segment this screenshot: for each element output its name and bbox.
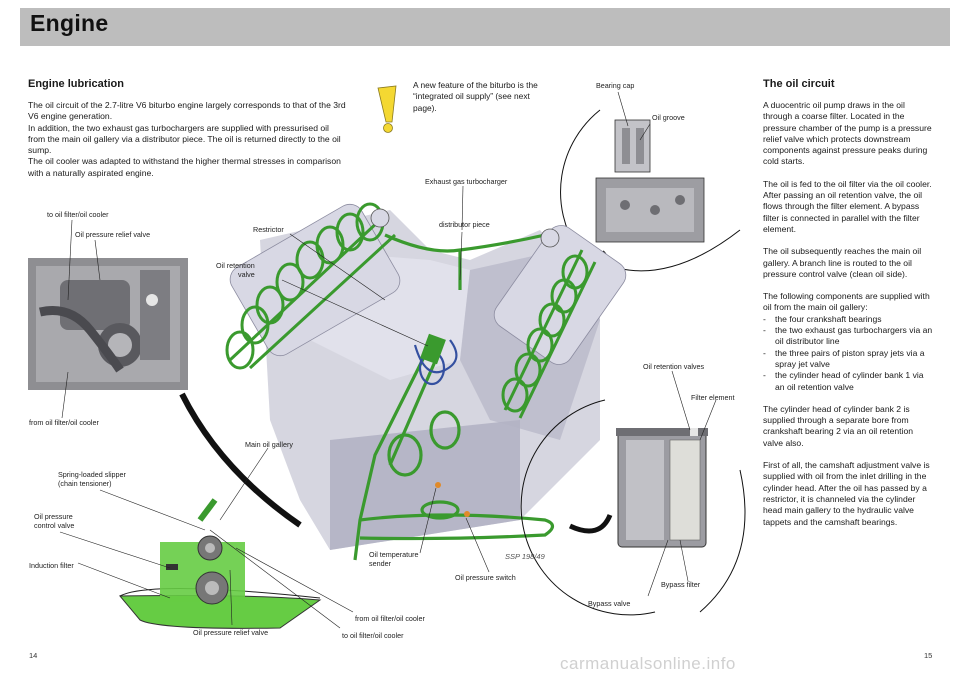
oil-circuit-p4: The following components are supplied wi…: [763, 291, 930, 313]
label-oil-temperature-sender: Oil temperature sender: [369, 550, 419, 568]
label-to-oil-filter-cooler-bottom: to oil filter/oil cooler: [342, 631, 404, 640]
oil-temperature-sender-marker: [435, 482, 441, 488]
label-oil-pressure-control-valve: Oil pressure control valve: [34, 512, 75, 530]
list-item: the three pairs of piston spray jets via…: [763, 348, 935, 371]
engine-lubrication-paragraph: The oil circuit of the 2.7-litre V6 bitu…: [28, 100, 346, 178]
label-induction-filter: Induction filter: [29, 561, 74, 570]
timing-case-illustration: [28, 258, 188, 390]
list-item: the two exhaust gas turbochargers via an…: [763, 325, 935, 348]
page-number-left: 14: [29, 651, 38, 660]
label-from-oil-filter-cooler-left: from oil filter/oil cooler: [29, 418, 99, 427]
label-bypass-filter: Bypass filter: [661, 580, 701, 589]
header-bar: [20, 8, 950, 46]
label-exhaust-gas-turbocharger: Exhaust gas turbocharger: [425, 177, 508, 186]
section-heading-engine-lubrication: Engine lubrication: [28, 78, 124, 90]
bearing-cap-detail: [560, 109, 741, 272]
label-distributor-piece: distributor piece: [439, 220, 490, 229]
figure-reference: SSP 198/49: [505, 552, 545, 561]
turbocharger-right: [540, 228, 560, 248]
page-number-right: 15: [924, 651, 933, 660]
label-restrictor: Restrictor: [253, 225, 284, 234]
exclamation-icon: [377, 85, 397, 133]
label-oil-retention-valves: Oil retention valves: [643, 362, 705, 371]
oil-pressure-switch-marker: [464, 511, 470, 517]
page-title: Engine: [30, 10, 109, 36]
leader-lines: [59, 91, 717, 629]
label-from-oil-filter-cooler-bottom: from oil filter/oil cooler: [355, 614, 425, 623]
section-heading-oil-circuit: The oil circuit: [763, 78, 835, 90]
list-item: the cylinder head of cylinder bank 1 via…: [763, 370, 935, 393]
oil-filter-illustration: [520, 399, 746, 616]
label-oil-pressure-switch: Oil pressure switch: [455, 573, 516, 582]
oil-circuit-p1: A duocentric oil pump draws in the oil t…: [763, 100, 932, 167]
watermark-text: carmanualsonline.info: [560, 654, 736, 673]
supplied-components-list: the four crankshaft bearings the two exh…: [763, 314, 935, 393]
turbocharger-left: [370, 208, 390, 228]
label-oil-groove: Oil groove: [652, 113, 685, 122]
oil-circuit-p6: First of all, the camshaft adjustment va…: [763, 460, 930, 527]
label-bypass-valve: Bypass valve: [588, 599, 631, 608]
oil-circuit-p5: The cylinder head of cylinder bank 2 is …: [763, 403, 914, 448]
oil-gallery-bank-1: [225, 202, 397, 370]
label-spring-loaded-slipper: Spring-loaded slipper (chain tensioner): [58, 470, 126, 488]
list-item: the four crankshaft bearings: [763, 314, 935, 326]
oil-circuit-p2: The oil is fed to the oil filter via the…: [763, 178, 932, 234]
label-filter-element: Filter element: [691, 393, 735, 402]
main-oil-gallery: [353, 233, 555, 561]
oil-pump-and-sump: [118, 498, 322, 629]
label-oil-pressure-relief-valve-top: Oil pressure relief valve: [75, 230, 151, 239]
oil-filter-housing: [420, 333, 446, 365]
label-oil-retention-valve: Oil retention valve: [216, 261, 255, 279]
note-text: A new feature of the biturbo is the “int…: [413, 80, 538, 113]
label-to-oil-filter-cooler-top: to oil filter/oil cooler: [47, 210, 109, 219]
oil-gallery-bank-2: [501, 249, 597, 419]
label-main-oil-gallery: Main oil gallery: [245, 440, 293, 449]
oil-circuit-p3: The oil subsequently reaches the main oi…: [763, 246, 922, 279]
label-oil-pressure-relief-valve-bottom: Oil pressure relief valve: [193, 628, 269, 637]
label-bearing-cap: Bearing cap: [596, 81, 635, 90]
